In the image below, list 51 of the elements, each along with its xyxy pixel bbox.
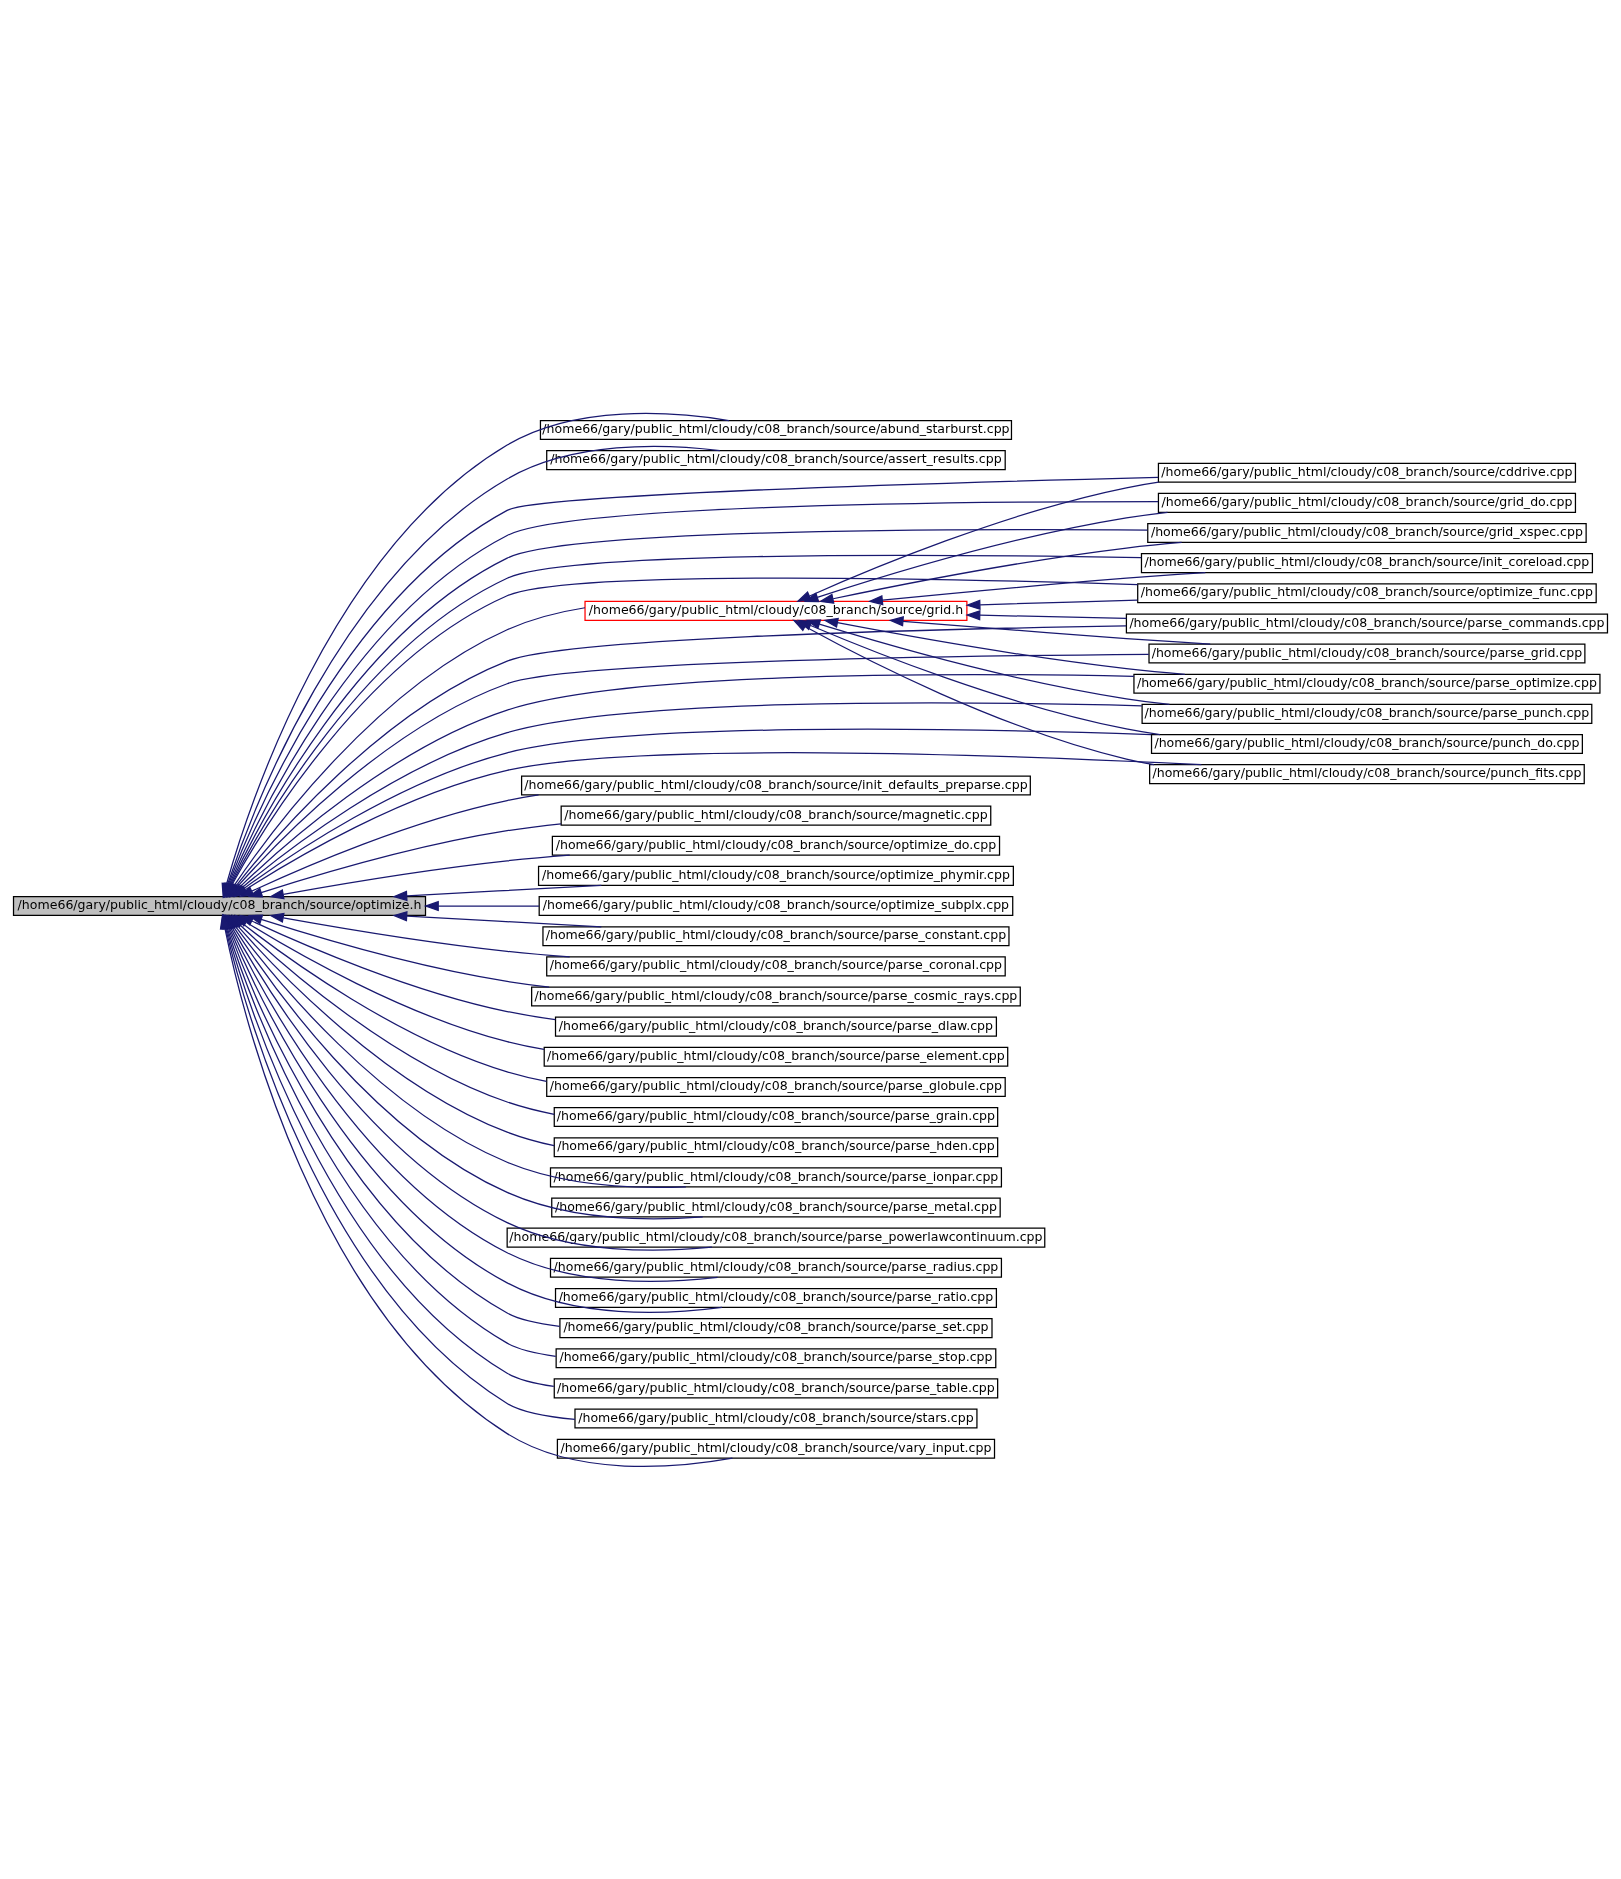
node-box: /home66/gary/public_html/cloudy/c08_branch/source/parse_coronal.cpp	[546, 955, 1006, 976]
node-box: /home66/gary/public_html/cloudy/c08_branch/source/parse_cosmic_rays.cpp	[531, 985, 1021, 1007]
node-box: /home66/gary/public_html/cloudy/c08_branch/source/grid.h	[584, 600, 968, 621]
arrow	[888, 615, 1211, 645]
arrow	[268, 912, 571, 957]
node-box: /home66/gary/public_html/cloudy/c08_branch/source/optimize_func.cpp	[1137, 582, 1597, 603]
arrow	[818, 541, 1183, 604]
arrow	[247, 822, 562, 897]
node-box: /home66/gary/public_html/cloudy/c08_branch/source/parse_punch.cpp	[1141, 703, 1593, 724]
node-box: /home66/gary/public_html/cloudy/c08_branch/source/vary_input.cpp	[556, 1438, 996, 1459]
node-box: /home66/gary/public_html/cloudy/c08_branch/source/parse_set.cpp	[559, 1317, 993, 1338]
node-box: /home66/gary/public_html/cloudy/c08_branch/source/grid_do.cpp	[1157, 492, 1577, 513]
node-box: /home66/gary/public_html/cloudy/c08_branch/source/optimize_do.cpp	[551, 835, 1001, 856]
arrow	[965, 609, 1127, 620]
node-box: /home66/gary/public_html/cloudy/c08_branch/source/parse_stop.cpp	[555, 1347, 997, 1368]
node-box: /home66/gary/public_html/cloudy/c08_branch/source/optimize.h	[12, 895, 427, 916]
node-box: /home66/gary/public_html/cloudy/c08_branch/source/magnetic.cpp	[560, 805, 992, 826]
node-box: /home66/gary/public_html/cloudy/c08_branch/source/parse_optimize.cpp	[1133, 673, 1601, 694]
node-box: /home66/gary/public_html/cloudy/c08_branch/source/cddrive.cpp	[1157, 462, 1577, 483]
node-box: /home66/gary/public_html/cloudy/c08_branch/source/parse_globule.cpp	[546, 1076, 1006, 1097]
node-box: /home66/gary/public_html/cloudy/c08_branch/source/abund_starburst.cpp	[539, 419, 1013, 440]
arrow	[965, 598, 1138, 610]
node-box: /home66/gary/public_html/cloudy/c08_branch/source/punch_fits.cpp	[1149, 763, 1585, 784]
node-box: /home66/gary/public_html/cloudy/c08_branch/source/init_coreload.cpp	[1140, 552, 1594, 573]
node-box: /home66/gary/public_html/cloudy/c08_branch/source/parse_grid.cpp	[1148, 643, 1586, 664]
node-box: /home66/gary/public_html/cloudy/c08_branch/source/parse_radius.cpp	[549, 1257, 1003, 1278]
node-box: /home66/gary/public_html/cloudy/c08_branch/source/init_defaults_preparse.cpp	[520, 774, 1031, 795]
node-box: /home66/gary/public_html/cloudy/c08_branch/source/optimize_phymir.cpp	[537, 865, 1014, 886]
arrow	[823, 617, 1186, 675]
node-box: /home66/gary/public_html/cloudy/c08_branch/source/parse_element.cpp	[543, 1046, 1009, 1067]
node-box: /home66/gary/public_html/cloudy/c08_branch/source/assert_results.cpp	[546, 449, 1006, 470]
node-box: /home66/gary/public_html/cloudy/c08_branch/source/parse_constant.cpp	[542, 925, 1010, 946]
node-box: /home66/gary/public_html/cloudy/c08_branch/source/parse_hden.cpp	[553, 1136, 999, 1157]
arrow	[392, 910, 602, 927]
node-box: /home66/gary/public_html/cloudy/c08_branch/source/parse_table.cpp	[553, 1377, 999, 1398]
node-box: /home66/gary/public_html/cloudy/c08_branch/source/optimize_subplx.cpp	[538, 895, 1014, 916]
node-box: /home66/gary/public_html/cloudy/c08_branch/source/parse_commands.cpp	[1125, 612, 1609, 633]
node-box: /home66/gary/public_html/cloudy/c08_branch/source/parse_dlaw.cpp	[554, 1016, 998, 1037]
node-box: /home66/gary/public_html/cloudy/c08_branch/source/grid_xspec.cpp	[1147, 522, 1587, 543]
arrow	[268, 854, 571, 899]
arrow	[238, 793, 540, 897]
node-box: /home66/gary/public_html/cloudy/c08_branch/source/punch_do.cpp	[1150, 733, 1583, 754]
node-box: /home66/gary/public_html/cloudy/c08_branch/source/parse_ratio.cpp	[554, 1287, 998, 1308]
arrow	[803, 511, 1169, 602]
node-box: /home66/gary/public_html/cloudy/c08_branch/source/parse_grain.cpp	[553, 1106, 999, 1127]
arrow	[867, 571, 1207, 605]
node-box: /home66/gary/public_html/cloudy/c08_branch/source/parse_ionpar.cpp	[549, 1166, 1003, 1187]
arrow	[423, 900, 540, 911]
node-box: /home66/gary/public_html/cloudy/c08_branch/source/parse_metal.cpp	[551, 1196, 1001, 1218]
arrow	[392, 884, 602, 901]
node-box: /home66/gary/public_html/cloudy/c08_branch/source/stars.cpp	[574, 1407, 978, 1429]
